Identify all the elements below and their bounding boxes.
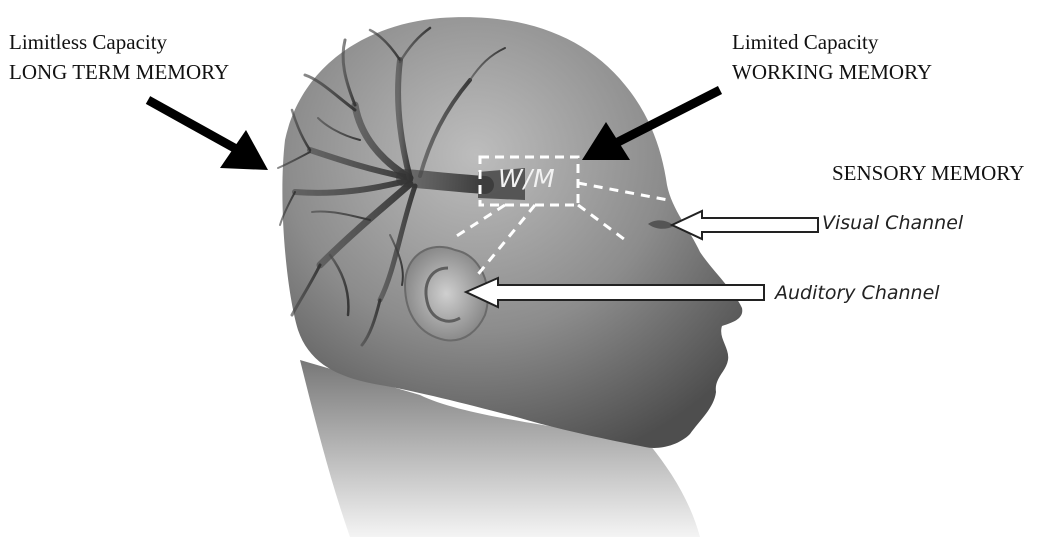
working-title-text: WORKING MEMORY: [732, 57, 932, 87]
auditory-channel-label: Auditory Channel: [775, 282, 940, 304]
long-term-capacity-text: Limitless Capacity: [9, 27, 229, 57]
visual-channel-arrow: [672, 211, 818, 239]
working-memory-box-label: W/M: [498, 164, 556, 193]
long-term-title-text: LONG TERM MEMORY: [9, 57, 229, 87]
visual-channel-label: Visual Channel: [822, 212, 963, 234]
long-term-memory-arrow: [148, 100, 268, 170]
working-capacity-text: Limited Capacity: [732, 27, 932, 57]
working-memory-label: Limited Capacity WORKING MEMORY: [732, 27, 932, 87]
long-term-memory-label: Limitless Capacity LONG TERM MEMORY: [9, 27, 229, 87]
sensory-memory-label: SENSORY MEMORY: [832, 158, 1024, 188]
